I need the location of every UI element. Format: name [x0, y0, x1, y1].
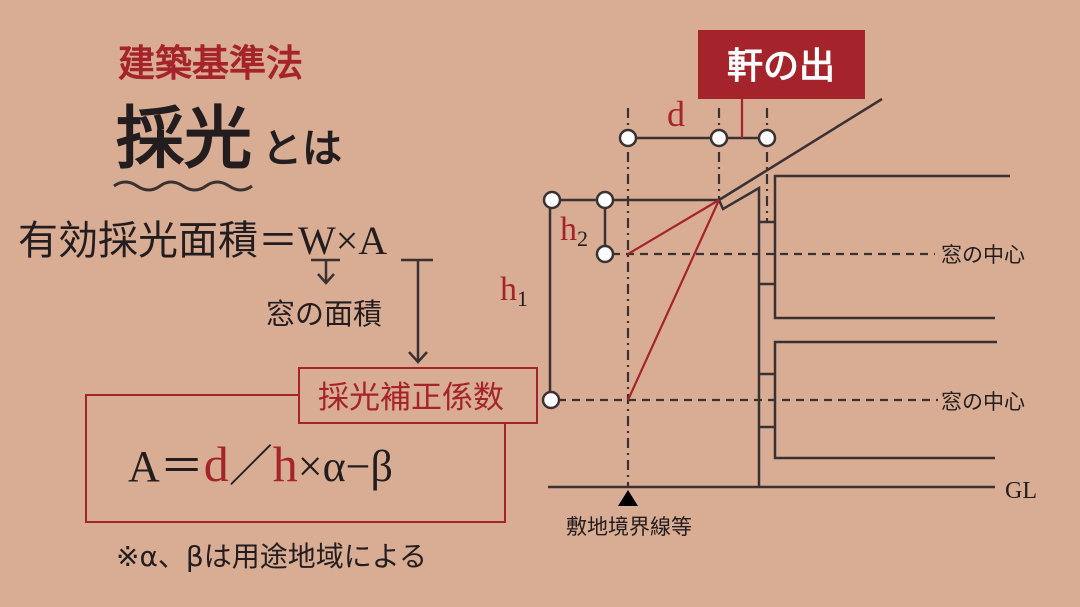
coefficient-label: 採光補正係数: [318, 380, 504, 416]
h2-letter: h: [560, 211, 577, 248]
h2-label: h2: [560, 211, 588, 251]
formula-h: h: [273, 436, 298, 492]
dimension-nodes: [541, 128, 777, 410]
alpha-beta-note: ※α、βは用途地域による: [116, 540, 427, 573]
title-suffix: とは: [262, 126, 342, 172]
eave-label: 軒の出: [727, 46, 835, 87]
title-main: 採光: [116, 100, 252, 179]
boundary-marker-icon: [618, 490, 638, 506]
wave-underline: [113, 180, 253, 192]
building: [759, 174, 1010, 460]
formula-a-prefix: A＝: [128, 442, 204, 491]
coefficient-formula-box: [85, 394, 506, 523]
window-center-label-lower: 窓の中心: [941, 390, 1025, 414]
sight-line-lower: [626, 199, 721, 401]
boundary-label: 敷地境界線等: [566, 515, 692, 539]
h2-subscript: 2: [577, 226, 588, 251]
eave-label-box: [698, 30, 865, 99]
daylight-area-formula: 有効採光面積＝W×A: [18, 218, 387, 263]
a-arrow: [401, 258, 433, 364]
ground-line-label: GL: [1005, 478, 1037, 504]
window-area-label: 窓の面積: [266, 297, 382, 331]
formula-rest: ×α−β: [298, 442, 393, 491]
coefficient-label-box: [298, 367, 538, 424]
roof: [717, 97, 883, 487]
formula-d: d: [204, 436, 229, 492]
d-label: d: [667, 94, 685, 134]
window-center-label-upper: 窓の中心: [941, 243, 1025, 267]
coefficient-formula: A＝d／h×α−β: [128, 436, 393, 492]
w-arrow: [311, 258, 340, 285]
sight-line-upper: [627, 199, 720, 255]
subtitle: 建築基準法: [118, 42, 303, 85]
h1-label: h1: [500, 271, 528, 311]
h1-letter: h: [500, 271, 517, 308]
h1-subscript: 1: [517, 286, 528, 311]
formula-slash: ／: [229, 442, 273, 491]
